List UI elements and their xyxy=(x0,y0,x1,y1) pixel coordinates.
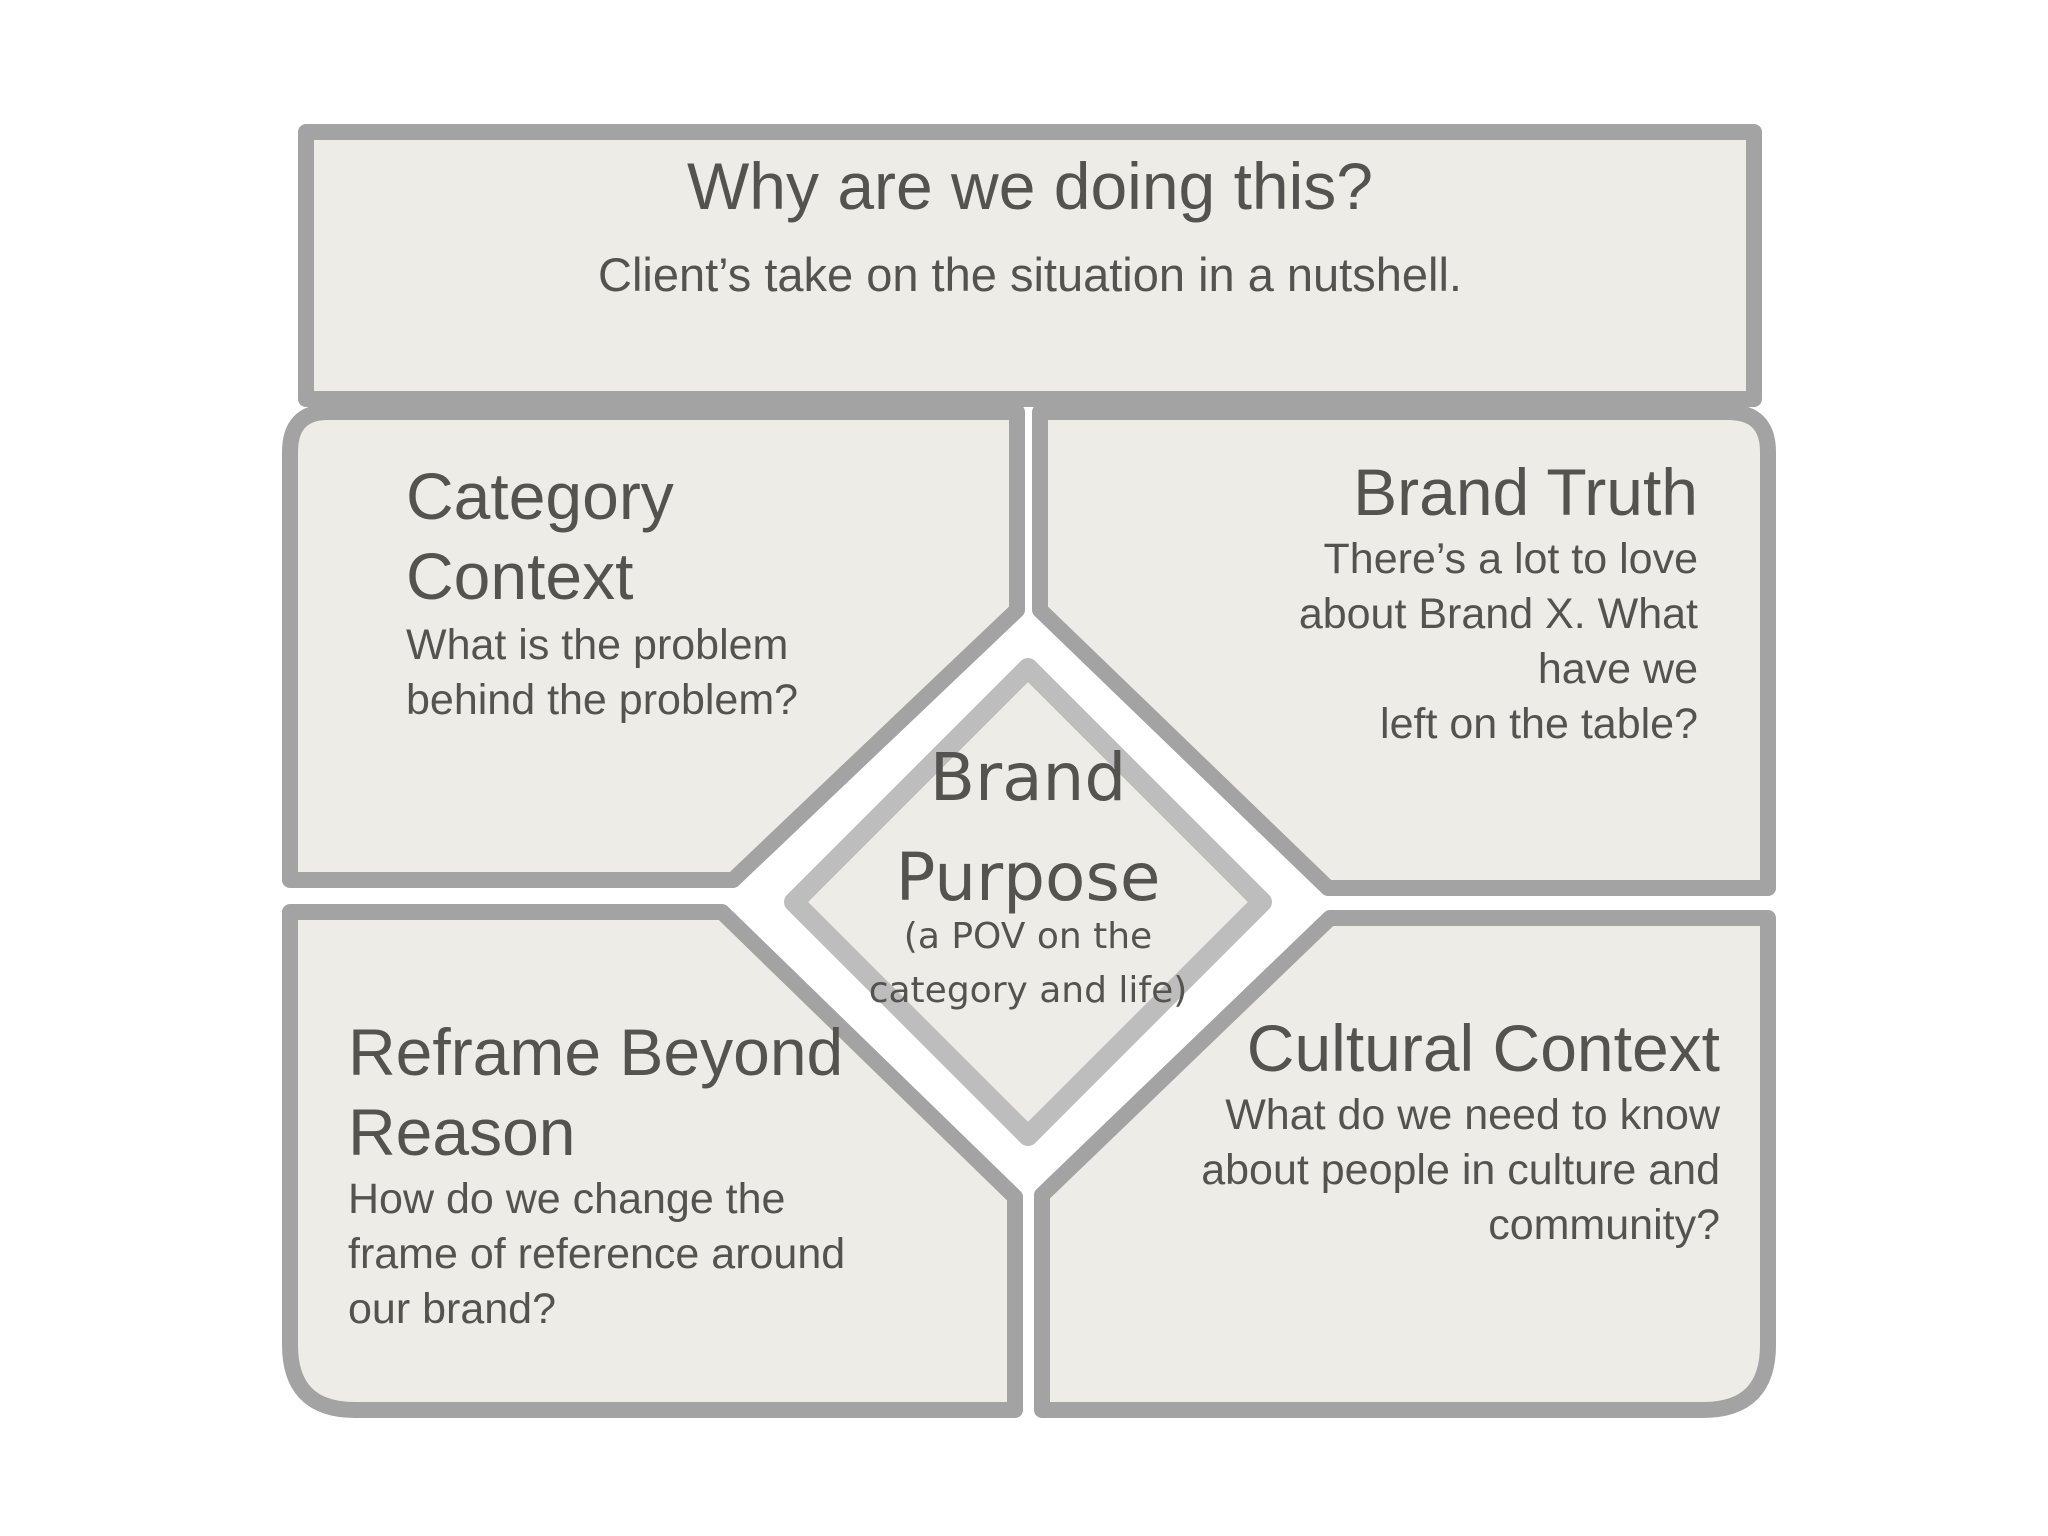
reframe-title-line1: Reframe Beyond xyxy=(348,1015,844,1089)
brand-purpose-title-line1: Brand xyxy=(929,739,1127,816)
brand-purpose-title-line2: Purpose xyxy=(895,839,1161,916)
reframe-body: How do we change the frame of reference … xyxy=(348,1175,846,1333)
header-subtitle: Client’s take on the situation in a nuts… xyxy=(598,248,1462,301)
cultural-context-title: Cultural Context xyxy=(1246,1011,1720,1085)
brand-purpose-diamond xyxy=(784,658,1272,1146)
brand-truth-title: Brand Truth xyxy=(1353,455,1698,529)
category-context-panel xyxy=(282,404,1025,888)
category-context-title-line1: Category xyxy=(406,459,674,533)
cultural-context-body: What do we need to know about people in … xyxy=(1201,1091,1720,1249)
brand-truth-body: There’s a lot to love about Brand X. Wha… xyxy=(1298,535,1698,748)
category-context-body: What is the problem behind the problem? xyxy=(406,621,799,724)
reframe-panel xyxy=(282,904,1023,1418)
brand-purpose-note-line1: (a POV on the xyxy=(903,916,1153,957)
cultural-context-panel xyxy=(1034,910,1776,1418)
brand-purpose-note-line2: category and life) xyxy=(868,970,1188,1011)
reframe-title-line2: Reason xyxy=(348,1095,576,1169)
brand-truth-panel xyxy=(1032,404,1776,896)
header-box xyxy=(298,124,1762,407)
category-context-title-line2: Context xyxy=(406,539,634,613)
header-title: Why are we doing this? xyxy=(686,149,1373,223)
